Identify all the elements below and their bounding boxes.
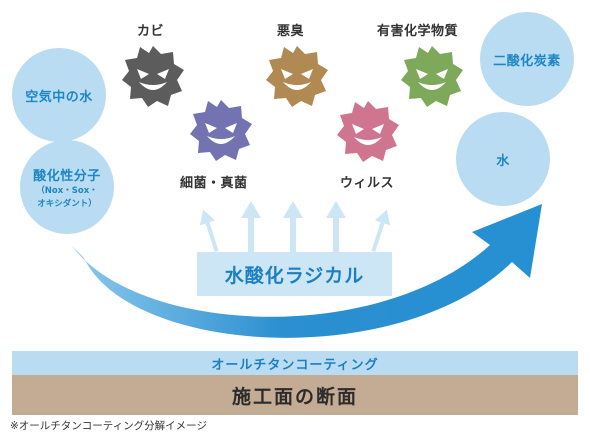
mold-icon [122,46,184,107]
bubble-oxidizer: 酸化性分子 （Nox・Sox・ オキシダント） [20,140,114,234]
footnote: ※オールチタンコーティング分解イメージ [10,420,207,432]
label-odor: 悪臭 [277,24,305,39]
bubble-water: 水 [456,112,550,206]
bubble-oxidizer-label: 酸化性分子 [33,168,101,184]
bubble-air-water: 空気中の水 [12,48,106,142]
up-arrow-5 [371,209,391,253]
surface-cross-section: 施工面の断面 [12,375,578,415]
up-arrow-2 [241,201,261,252]
bubble-water-label: 水 [496,153,510,169]
odor-icon [266,46,328,107]
label-mold: カビ [137,24,165,39]
bacteria-icon [190,100,252,161]
up-arrows [199,201,391,253]
up-arrow-3 [283,201,303,252]
up-arrow-4 [326,201,346,252]
label-harmful: 有害化学物質 [377,24,459,39]
harmful-chemical-icon [401,46,463,107]
virus-icon [337,101,399,162]
bubble-oxidizer-sub1: （Nox・Sox・ [36,185,98,196]
hydroxyl-radical-banner: 水酸化ラジカル [197,252,392,296]
bubble-co2: 二酸化炭素 [480,12,574,106]
curved-flow-arrow [72,204,542,338]
up-arrow-1 [199,209,219,253]
coating-layer: オールチタンコーティング [12,351,578,375]
label-bacteria: 細菌・真菌 [180,176,248,191]
bubble-co2-label: 二酸化炭素 [493,53,561,69]
bubble-air-water-label: 空気中の水 [25,89,93,105]
label-virus: ウィルス [340,176,395,191]
bubble-oxidizer-sub2: オキシダント） [37,198,97,209]
